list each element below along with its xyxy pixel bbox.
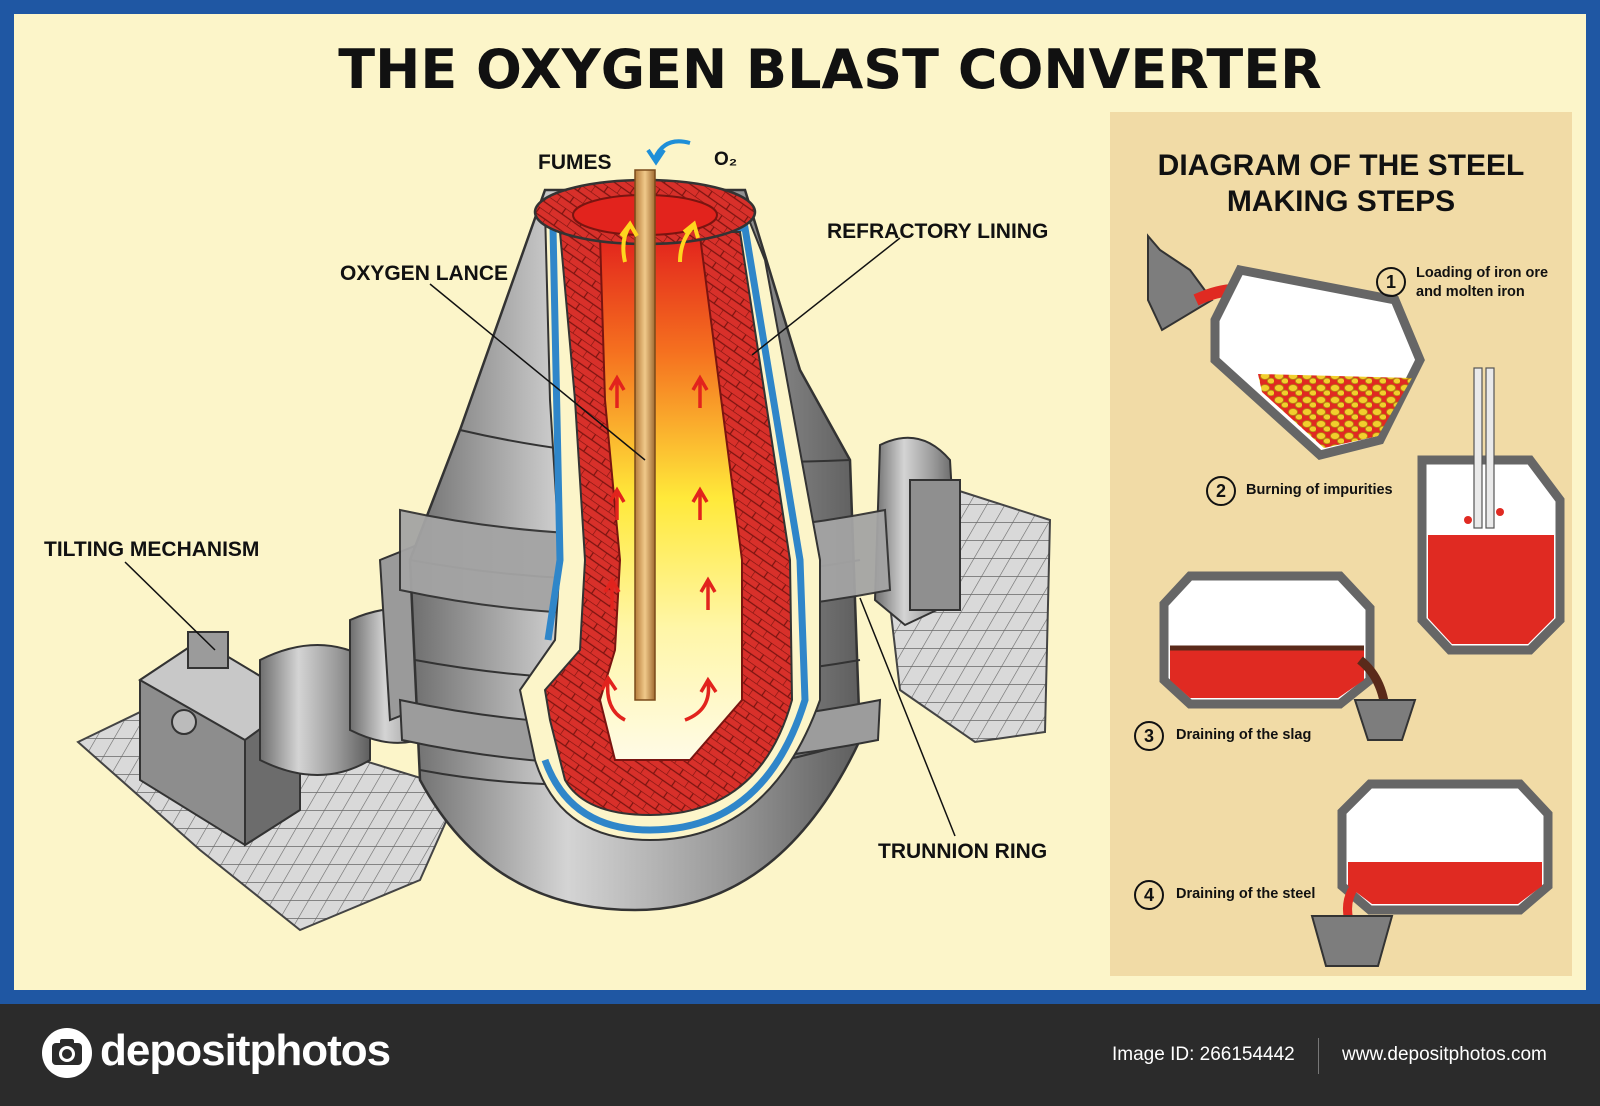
footer-separator <box>1318 1038 1319 1074</box>
oxygen-lance <box>634 169 656 701</box>
step-3-number: 3 <box>1134 721 1164 751</box>
label-refractory-lining: REFRACTORY LINING <box>827 220 1049 243</box>
step-1-label: Loading of iron ore and molten iron <box>1416 264 1548 302</box>
step-4-illustration <box>1310 779 1553 967</box>
step-2-illustration <box>1417 367 1565 655</box>
panel-title: DIAGRAM OF THE STEEL MAKING STEPS <box>1110 148 1572 220</box>
step-1-number: 1 <box>1376 267 1406 297</box>
fume-arrows <box>619 220 700 263</box>
step-1-illustration <box>1147 233 1425 460</box>
footer-image-id: Image ID: 266154442 <box>1112 1044 1295 1065</box>
flow-arrows <box>600 374 718 722</box>
converter-illustration <box>76 139 1565 967</box>
label-o2: O₂ <box>714 149 738 170</box>
converter-vessel <box>398 139 892 912</box>
panel-title-line1: DIAGRAM OF THE STEEL <box>1157 149 1525 182</box>
label-trunnion-ring: TRUNNION RING <box>878 840 1048 863</box>
footer-brand[interactable]: depositphotos <box>100 1026 391 1075</box>
label-tilting-mechanism: TILTING MECHANISM <box>44 538 260 561</box>
page-title: THE OXYGEN BLAST CONVERTER <box>338 38 1322 101</box>
o2-arrow <box>653 139 691 159</box>
right-bearing <box>873 436 961 627</box>
step-2-number: 2 <box>1206 476 1236 506</box>
camera-logo-icon <box>42 1028 92 1078</box>
footer-bar <box>0 1004 1600 1106</box>
panel-title-line2: MAKING STEPS <box>1226 185 1456 218</box>
label-fumes: FUMES <box>538 151 612 174</box>
step-2-label: Burning of impurities <box>1246 482 1393 498</box>
footer-website-link[interactable]: www.depositphotos.com <box>1342 1044 1547 1065</box>
step-4-label: Draining of the steel <box>1176 886 1316 902</box>
step-1-line1: Loading of iron ore <box>1416 265 1549 281</box>
leader-lines <box>124 237 956 837</box>
step-4-number: 4 <box>1134 880 1164 910</box>
step-3-label: Draining of the slag <box>1176 727 1312 743</box>
label-oxygen-lance: OXYGEN LANCE <box>340 262 509 285</box>
step-3-illustration <box>1159 571 1417 741</box>
step-1-line2: and molten iron <box>1416 284 1525 300</box>
